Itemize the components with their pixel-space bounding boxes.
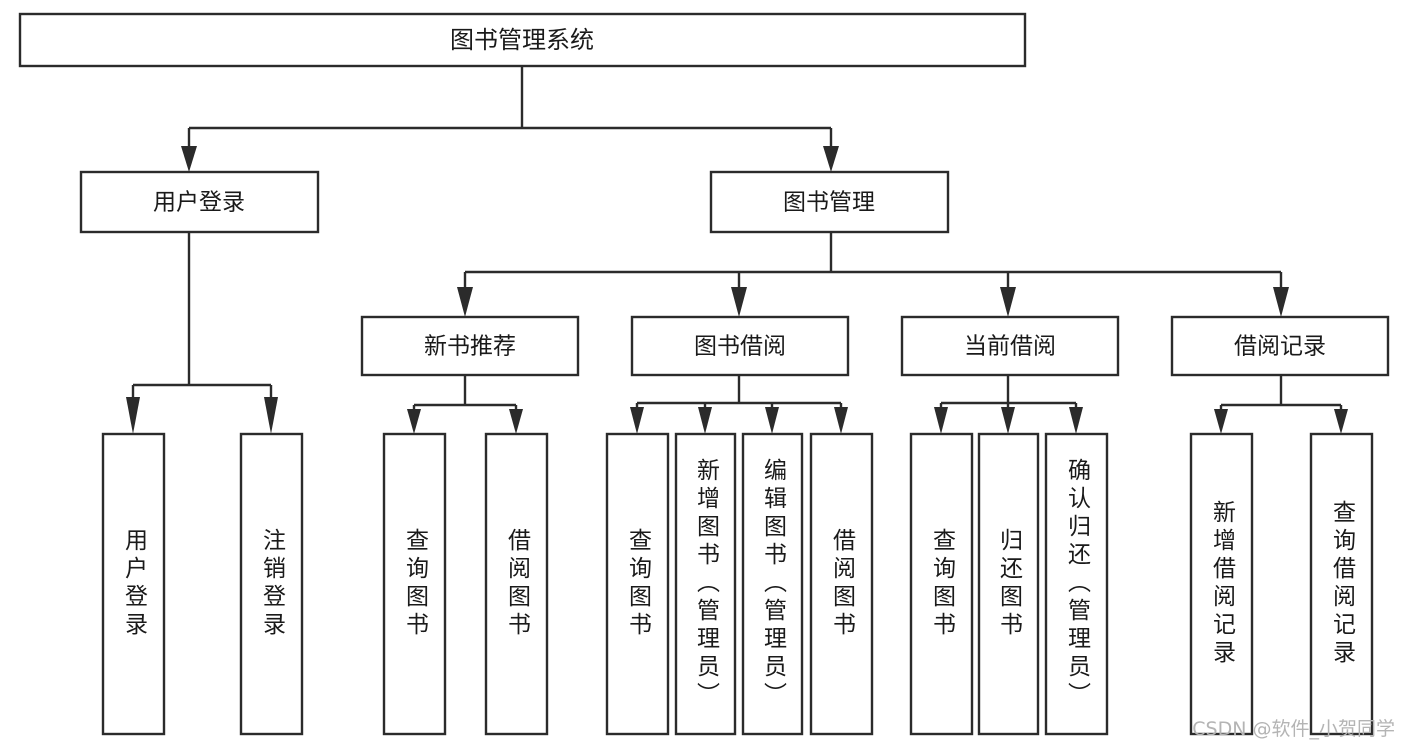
leaf-node-query-book-2-label: 查询图书 [625, 528, 653, 640]
arrow-head-user-login [181, 146, 197, 172]
leaf-node-query-book-1-label: 查询图书 [402, 528, 430, 640]
leaf-node-query-book-3[interactable]: 查询图书 [909, 432, 974, 736]
arrow-head-leaf-confirm-return [1069, 407, 1083, 434]
leaf-node-query-record-label: 查询借阅记录 [1329, 500, 1357, 668]
leaf-node-borrow-book-1-label: 借阅图书 [504, 528, 532, 640]
arrow-head-leaf-borrow-book-1 [509, 409, 523, 434]
node-book-manage-box[interactable] [709, 170, 950, 234]
arrow-head-leaf-borrow-book-2 [834, 407, 848, 434]
node-borrow-record-box[interactable] [1170, 315, 1390, 377]
node-current-borrow-box[interactable] [900, 315, 1120, 377]
leaf-node-logout-login[interactable]: 注销登录 [239, 432, 304, 736]
leaf-node-add-record-box[interactable] [1189, 432, 1254, 736]
arrow-head-leaf-query-book-1 [407, 409, 421, 434]
leaf-node-query-book-3-box[interactable] [909, 432, 974, 736]
node-user-login-box[interactable] [79, 170, 320, 234]
connector-group-root [181, 66, 839, 172]
arrow-head-borrow-record [1273, 287, 1289, 317]
leaf-node-user-login[interactable]: 用户登录 [101, 432, 166, 736]
node-borrow-record[interactable]: 借阅记录 [1170, 315, 1390, 377]
arrow-head-book-manage [823, 146, 839, 172]
arrow-head-leaf-logout [264, 397, 278, 434]
arrow-head-new-book-rec [457, 287, 473, 317]
leaf-node-confirm-return-box[interactable] [1044, 432, 1109, 736]
leaf-node-logout-login-label: 注销登录 [259, 528, 287, 640]
leaf-node-return-book-box[interactable] [977, 432, 1040, 736]
leaf-node-edit-book[interactable]: 编辑图书（管理员） [741, 432, 804, 736]
arrow-head-book-borrow [731, 287, 747, 317]
arrow-head-current-borrow [1000, 287, 1016, 317]
leaf-node-user-login-box[interactable] [101, 432, 166, 736]
arrow-head-leaf-query-book-3 [934, 407, 948, 434]
node-current-borrow[interactable]: 当前借阅 [900, 315, 1120, 377]
leaf-node-add-record[interactable]: 新增借阅记录 [1189, 432, 1254, 736]
leaf-node-query-book-3-label: 查询图书 [929, 528, 957, 640]
leaf-node-borrow-book-1[interactable]: 借阅图书 [484, 432, 549, 736]
connector-group-user-login [126, 232, 278, 434]
arrow-head-leaf-edit-book [765, 407, 779, 434]
leaf-node-borrow-book-2-label: 借阅图书 [829, 528, 857, 640]
arrow-head-leaf-query-record [1334, 409, 1348, 434]
leaf-node-edit-book-box[interactable] [741, 432, 804, 736]
leaf-node-query-book-1-box[interactable] [382, 432, 447, 736]
leaf-node-user-login-label: 用户登录 [121, 528, 149, 640]
node-current-borrow-label: 当前借阅 [964, 334, 1056, 360]
leaf-node-edit-book-label: 编辑图书（管理员） [760, 458, 788, 710]
arrow-head-leaf-add-book [698, 407, 712, 434]
node-root[interactable]: 图书管理系统 [18, 12, 1027, 68]
leaf-node-confirm-return-label: 确认归还（管理员） [1064, 458, 1092, 710]
node-new-book-rec-label: 新书推荐 [424, 334, 516, 360]
leaf-node-borrow-book-2[interactable]: 借阅图书 [809, 432, 874, 736]
leaf-node-borrow-book-1-box[interactable] [484, 432, 549, 736]
node-new-book-rec-box[interactable] [360, 315, 580, 377]
node-new-book-rec[interactable]: 新书推荐 [360, 315, 580, 377]
connector-group-current-borrow [934, 375, 1083, 434]
node-root-box[interactable] [18, 12, 1027, 68]
node-book-manage-label: 图书管理 [783, 190, 875, 216]
arrow-head-leaf-user-login [126, 397, 140, 434]
leaf-node-query-record[interactable]: 查询借阅记录 [1309, 432, 1374, 736]
node-book-borrow-box[interactable] [630, 315, 850, 377]
leaf-node-confirm-return[interactable]: 确认归还（管理员） [1044, 432, 1109, 736]
arrow-head-leaf-query-book-2 [630, 407, 644, 434]
leaf-node-query-book-1[interactable]: 查询图书 [382, 432, 447, 736]
arrow-head-leaf-add-record [1214, 409, 1228, 434]
leaf-node-query-record-box[interactable] [1309, 432, 1374, 736]
connector-group-new-book-rec [407, 375, 523, 434]
connector-group-book-manage [457, 232, 1289, 317]
node-user-login-label: 用户登录 [153, 190, 245, 216]
leaf-node-logout-login-box[interactable] [239, 432, 304, 736]
connector-group-book-borrow [630, 375, 848, 434]
leaf-node-return-book-label: 归还图书 [996, 528, 1024, 640]
node-borrow-record-label: 借阅记录 [1234, 334, 1326, 360]
leaf-node-add-book[interactable]: 新增图书（管理员） [674, 432, 737, 736]
leaf-node-query-book-2[interactable]: 查询图书 [605, 432, 670, 736]
node-root-label: 图书管理系统 [450, 26, 594, 54]
leaf-node-add-record-label: 新增借阅记录 [1209, 500, 1237, 668]
leaf-node-borrow-book-2-box[interactable] [809, 432, 874, 736]
connector-group-borrow-record [1214, 375, 1348, 434]
leaf-node-add-book-box[interactable] [674, 432, 737, 736]
leaf-node-add-book-label: 新增图书（管理员） [693, 458, 721, 710]
leaf-node-query-book-2-box[interactable] [605, 432, 670, 736]
node-book-borrow-label: 图书借阅 [694, 334, 786, 360]
leaf-node-return-book[interactable]: 归还图书 [977, 432, 1040, 736]
node-book-borrow[interactable]: 图书借阅 [630, 315, 850, 377]
node-book-manage[interactable]: 图书管理 [709, 170, 950, 234]
arrow-head-leaf-return-book [1001, 407, 1015, 434]
node-user-login[interactable]: 用户登录 [79, 170, 320, 234]
